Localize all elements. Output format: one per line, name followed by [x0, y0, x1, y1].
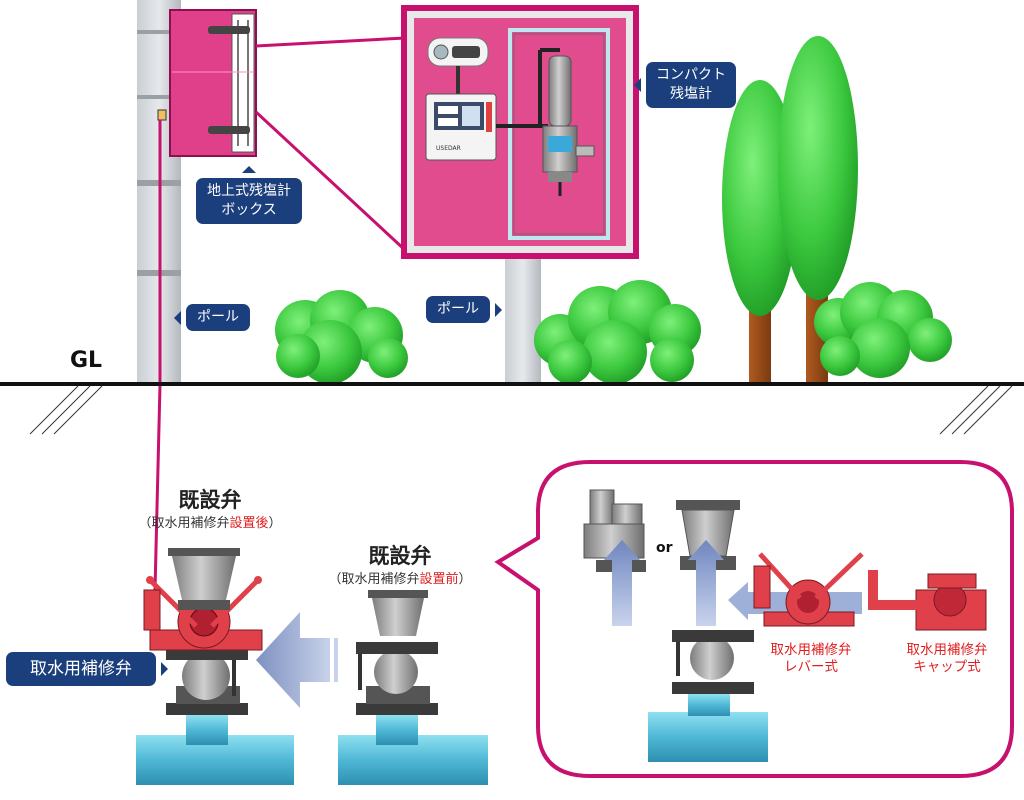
pole-label-left: ポール — [174, 304, 250, 331]
ground-chlorine-box — [169, 9, 257, 157]
cap-type-line2: キャップ式 — [913, 659, 981, 675]
valve-before-title: 既設弁 — [368, 544, 432, 568]
shrub-3 — [814, 282, 952, 378]
cap-type-valve — [868, 570, 987, 631]
compact-meter-label: コンパクト 残塩計 — [634, 62, 736, 108]
install-arrow — [256, 612, 338, 708]
repair-valve-tag: 取水用補修弁 — [6, 652, 168, 686]
compact-meter-line1: コンパクト — [656, 67, 726, 83]
cap-type-caption: 取水用補修弁 キャップ式 — [892, 642, 1002, 676]
valve-before-sub-post: ） — [458, 572, 472, 587]
valve-before-sub-red: 設置前 — [419, 572, 459, 587]
valve-before-subtitle: （取水用補修弁設置前） — [300, 568, 500, 587]
device-brand: USEDAR — [436, 145, 461, 152]
lever-type-valve — [753, 552, 864, 627]
detail-callout-bubble — [494, 460, 1014, 778]
pole-label-right: ポール — [426, 296, 502, 323]
compact-meter-detail: USEDAR — [401, 5, 639, 385]
compact-meter-line2: 残塩計 — [670, 86, 712, 102]
valve-after-sub-post: ） — [268, 516, 282, 531]
valve-after-sub-pre: （取水用補修弁 — [138, 516, 230, 531]
valve-after-sub-red: 設置後 — [229, 516, 269, 531]
valve-after-subtitle: （取水用補修弁設置後） — [110, 512, 310, 531]
cap-type-line1: 取水用補修弁 — [906, 642, 988, 658]
ground-level-label: GL — [70, 348, 103, 373]
lever-type-line1: 取水用補修弁 — [770, 642, 852, 658]
shrub-2 — [534, 280, 701, 384]
ground-line — [0, 382, 1024, 435]
valve-after-assembly — [136, 548, 294, 785]
box-label-line2: ボックス — [221, 202, 277, 218]
lever-type-caption: 取水用補修弁 レバー式 — [756, 642, 866, 676]
valve-after-title: 既設弁 — [178, 488, 242, 512]
or-label: or — [656, 540, 673, 556]
shrub-1 — [275, 290, 408, 384]
box-label-line1: 地上式残塩計 — [207, 183, 291, 199]
valve-before-assembly — [338, 590, 488, 785]
valve-before-sub-pre: （取水用補修弁 — [328, 572, 420, 587]
lever-type-line2: レバー式 — [784, 659, 838, 675]
box-label: 地上式残塩計 ボックス — [196, 166, 302, 224]
